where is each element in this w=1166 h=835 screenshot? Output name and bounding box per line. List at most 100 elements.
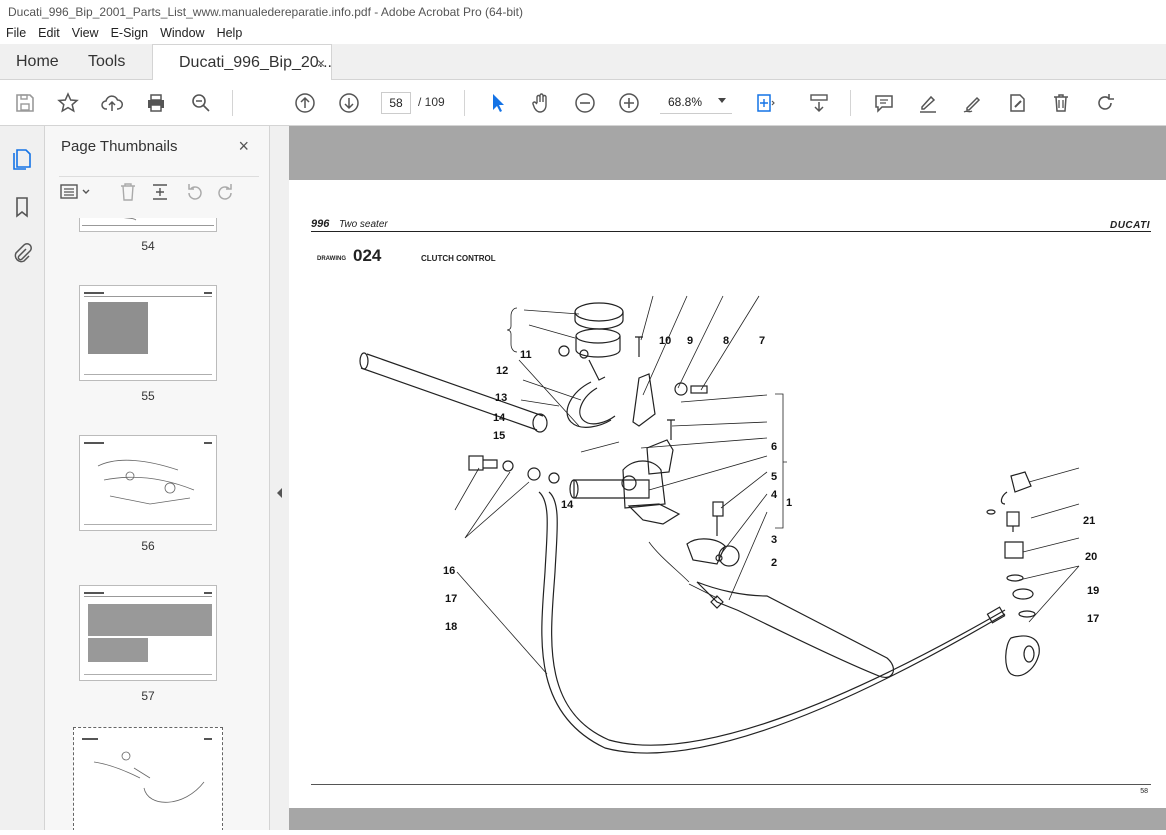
- toolbar: 58 / 109 68.8%: [0, 80, 1166, 126]
- zoom-in-icon[interactable]: [616, 90, 642, 116]
- rotate-icon[interactable]: [1092, 90, 1118, 116]
- highlight-pen-icon[interactable]: [915, 90, 941, 116]
- toolbar-separator: [232, 90, 233, 116]
- footer-rule: [311, 784, 1151, 785]
- menu-window[interactable]: Window: [160, 26, 205, 40]
- rotate-left-icon[interactable]: [188, 184, 202, 200]
- print-icon[interactable]: [143, 90, 169, 116]
- callout-6: 6: [771, 441, 777, 453]
- navigation-rail: [0, 126, 45, 830]
- bookmarks-icon[interactable]: [11, 196, 33, 218]
- upload-cloud-icon[interactable]: [99, 90, 125, 116]
- callout-8: 8: [723, 335, 729, 347]
- menu-help[interactable]: Help: [216, 26, 243, 40]
- rotate-right-icon[interactable]: [218, 184, 232, 200]
- thumbnail-page-58-selected[interactable]: [73, 727, 223, 830]
- tab-home[interactable]: Home: [16, 53, 59, 70]
- callout-3: 3: [771, 534, 777, 546]
- page-thumbnails-icon[interactable]: [11, 148, 33, 170]
- next-page-icon[interactable]: [336, 90, 362, 116]
- panel-close-icon[interactable]: ×: [238, 136, 249, 156]
- callout-20: 20: [1085, 551, 1097, 563]
- drawing-label: DRAWING: [317, 256, 346, 262]
- thumbnail-page-54[interactable]: [79, 218, 217, 232]
- thumbnails-panel: Page Thumbnails × 54 55: [45, 126, 308, 830]
- attachment-paperclip-icon[interactable]: [11, 242, 33, 264]
- thumbnail-options-icon[interactable]: [60, 184, 90, 199]
- thumbnail-label: 55: [141, 389, 155, 403]
- clutch-control-diagram: 1 2 3 4 5 6 7 8 9 10 11 12 13 14 14 15 1…: [359, 295, 1099, 754]
- bookmark-star-icon[interactable]: [55, 90, 81, 116]
- delete-trash-icon[interactable]: [1048, 90, 1074, 116]
- tab-tools[interactable]: Tools: [88, 53, 126, 70]
- thumbnail-tools: [59, 176, 259, 204]
- thumbnail-list: 54 55 56: [45, 218, 270, 830]
- menu-view[interactable]: View: [71, 26, 99, 40]
- zoom-search-icon[interactable]: [188, 90, 214, 116]
- tab-close-icon[interactable]: ×: [316, 55, 325, 71]
- callout-21: 21: [1083, 515, 1095, 527]
- thumbnail-label: 54: [141, 239, 155, 253]
- callout-7: 7: [759, 335, 765, 347]
- delete-page-icon[interactable]: [121, 183, 135, 201]
- thumbnail-page-56[interactable]: [79, 435, 217, 531]
- callout-2: 2: [771, 557, 777, 569]
- drawing-title: CLUTCH CONTROL: [421, 254, 496, 263]
- page-brand: DUCATI: [1109, 220, 1150, 231]
- tab-document-label: Ducati_996_Bip_20...: [179, 54, 332, 71]
- menu-esign[interactable]: E-Sign: [110, 26, 149, 40]
- toolbar-separator: [464, 90, 465, 116]
- menu-file[interactable]: File: [6, 26, 27, 40]
- callout-15: 15: [493, 430, 505, 442]
- thumbnail-label: 57: [141, 689, 155, 703]
- callout-5: 5: [771, 471, 777, 483]
- callout-10: 10: [659, 335, 671, 347]
- comment-icon[interactable]: [871, 90, 897, 116]
- callout-17a: 17: [445, 593, 457, 605]
- callout-18: 18: [445, 621, 457, 633]
- pdf-page: 996 Two seater DUCATI DRAWING 024 CLUTCH…: [289, 180, 1166, 808]
- header-rule: [311, 231, 1151, 232]
- callout-11: 11: [520, 349, 532, 361]
- sign-pen-icon[interactable]: [959, 90, 985, 116]
- callout-14a: 14: [493, 412, 506, 424]
- callout-17b: 17: [1087, 613, 1099, 625]
- panel-title: Page Thumbnails: [61, 138, 178, 155]
- save-icon[interactable]: [12, 90, 38, 116]
- document-viewer[interactable]: 996 Two seater DUCATI DRAWING 024 CLUTCH…: [289, 126, 1166, 830]
- extract-page-icon[interactable]: [153, 184, 167, 200]
- edit-pdf-icon[interactable]: [1004, 90, 1030, 116]
- tab-document[interactable]: Ducati_996_Bip_20... ×: [152, 44, 332, 81]
- fit-page-icon[interactable]: [752, 90, 778, 116]
- page-model: 996: [311, 218, 330, 230]
- thumbnail-page-55[interactable]: [79, 285, 217, 381]
- zoom-level-value: 68.8%: [668, 95, 703, 109]
- zoom-out-icon[interactable]: [572, 90, 598, 116]
- drawing-number: 024: [353, 246, 382, 265]
- page-number-footer: 58: [1140, 788, 1148, 795]
- select-cursor-icon[interactable]: [484, 90, 510, 116]
- page-subtitle: Two seater: [339, 219, 388, 230]
- thumbnail-page-57[interactable]: [79, 585, 217, 681]
- page-count: / 109: [418, 95, 445, 109]
- hand-pan-icon[interactable]: [528, 90, 554, 116]
- callout-14b: 14: [561, 499, 574, 511]
- panel-collapse-handle[interactable]: [270, 126, 289, 830]
- thumbnail-label: 56: [141, 539, 155, 553]
- callout-16: 16: [443, 565, 455, 577]
- callout-9: 9: [687, 335, 693, 347]
- menu-edit[interactable]: Edit: [38, 26, 60, 40]
- callout-12: 12: [496, 365, 508, 377]
- menu-bar: File Edit View E-Sign Window Help: [0, 24, 1166, 44]
- previous-page-icon[interactable]: [292, 90, 318, 116]
- zoom-level-select[interactable]: 68.8%: [660, 92, 732, 114]
- callout-19: 19: [1087, 585, 1099, 597]
- scroll-mode-icon[interactable]: [806, 90, 832, 116]
- callout-13: 13: [495, 392, 507, 404]
- toolbar-separator: [850, 90, 851, 116]
- tab-bar: Home Tools Ducati_996_Bip_20... ×: [0, 44, 1166, 81]
- callout-4: 4: [771, 489, 778, 501]
- page-number-input[interactable]: 58: [381, 92, 411, 114]
- chevron-down-icon: [718, 98, 726, 103]
- window-title: Ducati_996_Bip_2001_Parts_List_www.manua…: [0, 0, 1166, 24]
